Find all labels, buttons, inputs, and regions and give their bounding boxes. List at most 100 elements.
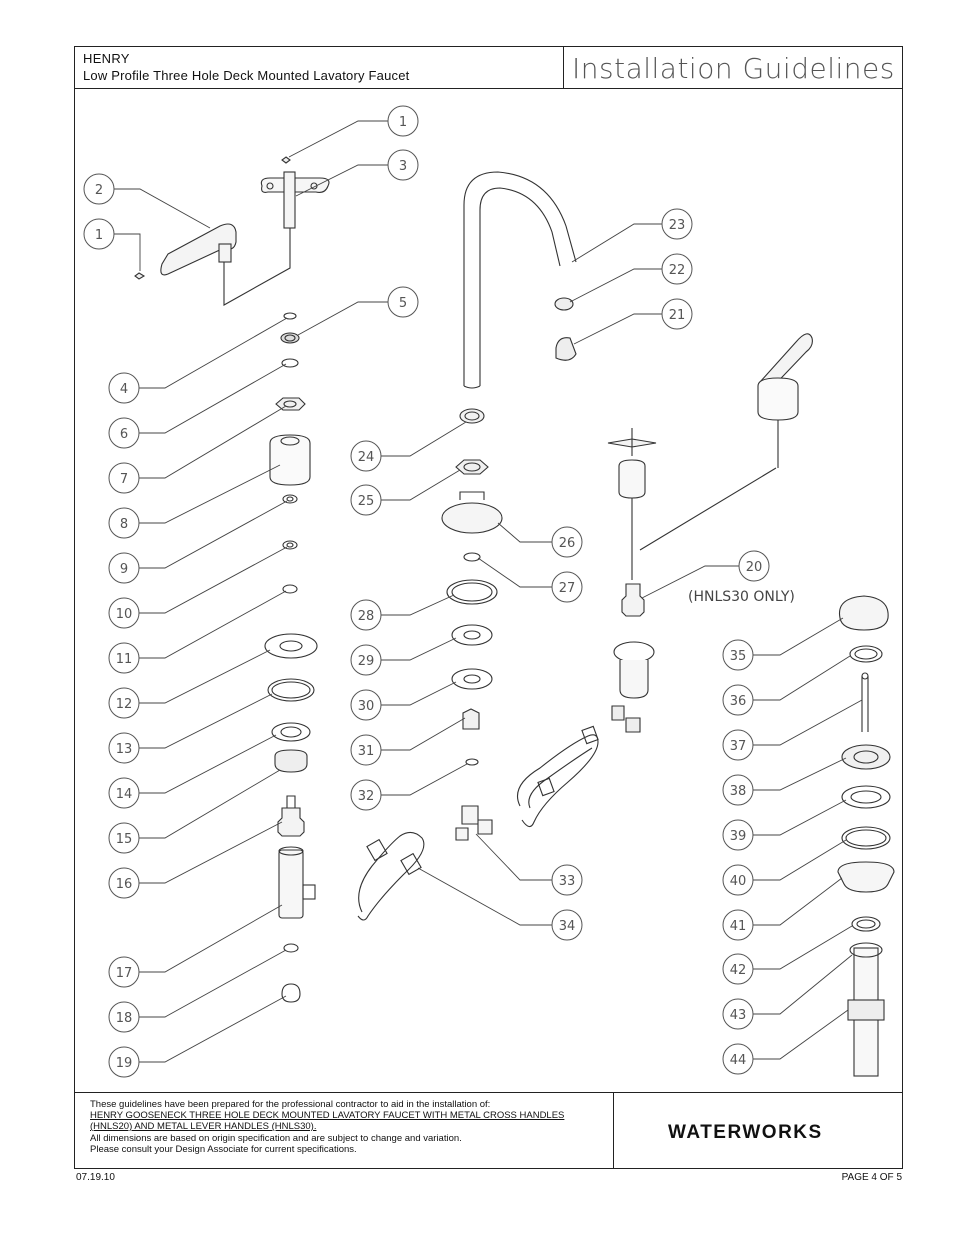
callout-number: 38 <box>730 784 747 799</box>
callout-leader <box>139 995 287 1063</box>
callout-number: 19 <box>116 1056 133 1071</box>
callout-number: 40 <box>730 874 747 889</box>
callout-leader <box>477 557 552 588</box>
callout-leader <box>139 405 287 479</box>
callout-number: 35 <box>730 649 747 664</box>
footer-brand-box <box>614 1092 903 1169</box>
callout-number: 44 <box>730 1053 747 1068</box>
callout-leader <box>381 594 455 616</box>
callout-number: 15 <box>116 832 133 847</box>
callout-leader <box>139 590 287 659</box>
callout-number: 18 <box>116 1011 133 1026</box>
callout-leader <box>381 637 457 661</box>
callout-leader <box>114 188 211 229</box>
callout-number: 27 <box>559 581 576 596</box>
callout-number: 10 <box>116 607 133 622</box>
callout-bubble <box>738 550 770 582</box>
callout-leader <box>569 268 662 303</box>
callout-bubble <box>108 462 140 494</box>
footer-note-2: HENRY GOOSENECK THREE HOLE DECK MOUNTED … <box>90 1110 565 1121</box>
callout-bubble <box>108 642 140 674</box>
callout-leader <box>753 655 851 701</box>
callout-leader <box>295 164 388 197</box>
callout-bubble <box>108 777 140 809</box>
callout-leader <box>475 833 552 881</box>
callout-number: 34 <box>559 919 576 934</box>
callout-number: 7 <box>120 472 128 487</box>
callout-number: 17 <box>116 966 133 981</box>
document-title: Installation Guidelines <box>572 52 895 85</box>
footer-note-5: Please consult your Design Associate for… <box>90 1144 357 1155</box>
callout-leader <box>139 693 273 749</box>
callout-number: 30 <box>358 699 375 714</box>
callout-number: 42 <box>730 963 747 978</box>
callout-leader <box>139 649 271 704</box>
callout-bubble <box>350 644 382 676</box>
callout-number: 28 <box>358 609 375 624</box>
brand-logo: WATERWORKS <box>668 1122 823 1143</box>
callout-number: 20 <box>746 560 763 575</box>
callout-leader <box>381 469 461 501</box>
callout-bubble <box>722 639 754 671</box>
model-name: HENRY <box>83 51 130 66</box>
callout-bubble <box>350 779 382 811</box>
callout-number: 6 <box>120 427 128 442</box>
callout-leader <box>753 925 853 970</box>
callout-leader <box>753 699 863 746</box>
callout-leader <box>139 734 277 794</box>
footer-note-4: All dimensions are based on origin speci… <box>90 1133 462 1144</box>
callout-bubble <box>108 552 140 584</box>
callout-number: 25 <box>358 494 375 509</box>
callout-number: 33 <box>559 874 576 889</box>
callout-leader <box>571 223 662 263</box>
callout-bubble <box>551 571 583 603</box>
callout-number: 36 <box>730 694 747 709</box>
revision-date: 07.19.10 <box>76 1172 115 1183</box>
callout-leader <box>139 949 287 1018</box>
callout-bubble <box>108 1001 140 1033</box>
callout-bubble <box>108 687 140 719</box>
callout-leader <box>139 500 288 569</box>
callout-leader <box>288 120 388 158</box>
callout-number: 11 <box>116 652 133 667</box>
callout-number: 21 <box>669 308 686 323</box>
callout-bubble <box>387 149 419 181</box>
callout-number: 1 <box>399 115 407 130</box>
callout-leader <box>139 821 283 884</box>
product-subtitle: Low Profile Three Hole Deck Mounted Lava… <box>83 68 410 83</box>
callout-number: 24 <box>358 450 375 465</box>
callout-bubble <box>350 734 382 766</box>
footer-note-3: (HNLS20) AND METAL LEVER HANDLES (HNLS30… <box>90 1121 317 1132</box>
callout-bubble <box>661 298 693 330</box>
callout-leader <box>114 233 141 271</box>
callout-number: 43 <box>730 1008 747 1023</box>
callout-bubble <box>108 956 140 988</box>
callout-leader <box>753 877 843 926</box>
callout-bubble <box>551 864 583 896</box>
callout-leader <box>753 757 847 791</box>
callout-leader <box>417 867 552 926</box>
callout-number: 37 <box>730 739 747 754</box>
callout-bubble <box>350 440 382 472</box>
callout-bubble <box>722 953 754 985</box>
callout-bubble <box>387 105 419 137</box>
callout-bubble <box>661 208 693 240</box>
callout-bubble <box>722 774 754 806</box>
callout-leader <box>139 464 281 524</box>
callout-number: 12 <box>116 697 133 712</box>
callout-bubble <box>661 253 693 285</box>
callout-leader <box>139 769 281 839</box>
callout-leader <box>753 617 844 656</box>
callout-bubble <box>350 599 382 631</box>
callout-bubble <box>83 218 115 250</box>
callout-number: 22 <box>669 263 686 278</box>
callout-bubble <box>108 1046 140 1078</box>
callout-bubble <box>722 1043 754 1075</box>
callout-number: 29 <box>358 654 375 669</box>
callout-bubble <box>722 909 754 941</box>
callout-leader <box>573 313 662 345</box>
callout-leader <box>753 954 853 1015</box>
callout-bubble <box>350 484 382 516</box>
callout-leader <box>641 565 739 599</box>
callout-bubble <box>108 822 140 854</box>
